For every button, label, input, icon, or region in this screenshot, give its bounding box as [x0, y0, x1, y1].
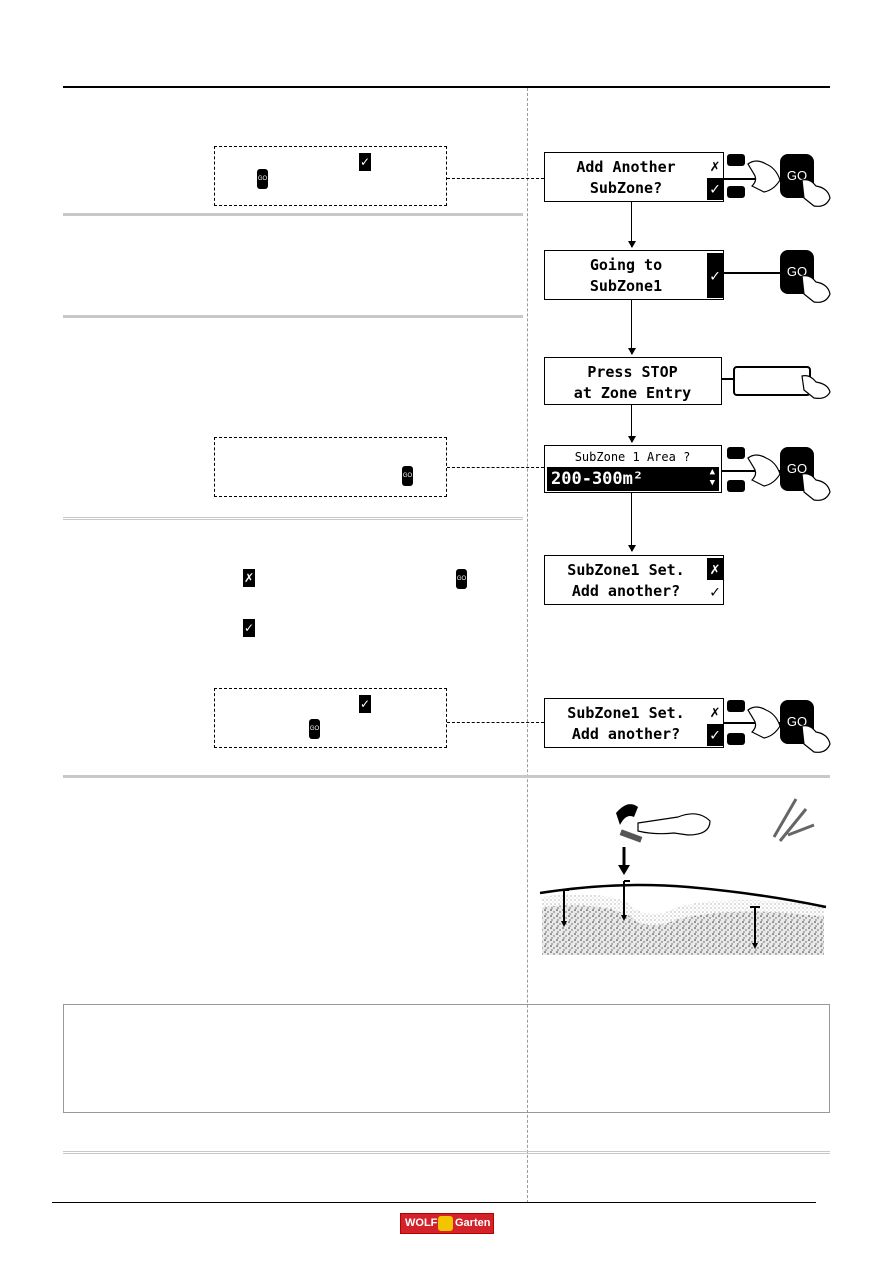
- connector-line: [722, 378, 734, 380]
- go-button-icon: GO: [780, 250, 814, 294]
- section-rule: [63, 775, 830, 778]
- lcd-line-1: Press STOP: [587, 363, 678, 381]
- down-button-icon: [727, 186, 745, 198]
- down-button-icon: [727, 733, 745, 745]
- flow-arrow: [628, 493, 636, 552]
- go-button-icon: GO: [309, 719, 320, 739]
- wolf-garten-logo: WOLF Garten: [400, 1213, 494, 1234]
- hand-icon: [747, 454, 781, 487]
- hand-icon: [801, 375, 831, 399]
- lcd-press-stop: Press STOP at Zone Entry: [544, 357, 722, 405]
- check-icon: ✓: [243, 619, 255, 637]
- flow-arrow: [628, 405, 636, 443]
- up-button-icon: [727, 447, 745, 459]
- up-button-icon: [727, 700, 745, 712]
- footer-rule: [52, 1202, 816, 1203]
- flow-arrow: [628, 300, 636, 355]
- lcd-line-2: Add another?: [571, 725, 681, 743]
- fox-logo-icon: [438, 1216, 453, 1231]
- go-button-icon: GO: [402, 466, 413, 486]
- connector-line: [724, 722, 780, 724]
- check-icon: ✓: [707, 724, 723, 746]
- header-rule: [63, 86, 830, 88]
- hand-icon: [801, 275, 831, 303]
- updown-arrows-icon: ▲▼: [709, 467, 715, 488]
- lcd-line-1: Going to: [589, 256, 663, 274]
- cross-icon: ✗: [710, 156, 720, 175]
- section-rule: [63, 517, 523, 520]
- section-rule: [63, 213, 523, 216]
- connector-line: [447, 722, 544, 723]
- logo-garten-text: Garten: [455, 1217, 491, 1229]
- lcd-line-1: Add Another: [576, 158, 676, 176]
- check-icon: ✓: [707, 253, 723, 298]
- lcd-line-1: SubZone 1 Area ?: [574, 450, 691, 464]
- check-icon: ✓: [359, 695, 371, 713]
- note-box: [63, 1004, 830, 1113]
- lcd-subzone-set-confirm: SubZone1 Set. Add another? ✗ ✓: [544, 698, 724, 748]
- check-icon: ✓: [707, 178, 723, 200]
- instruction-box: ✓ GO: [214, 146, 447, 206]
- cross-icon: ✗: [243, 569, 255, 587]
- connector-line: [447, 178, 544, 179]
- hand-icon: [747, 160, 781, 193]
- up-button-icon: [727, 154, 745, 166]
- lcd-going-to-subzone: Going to SubZone1 ✓: [544, 250, 724, 300]
- lcd-subzone-set: SubZone1 Set. Add another? ✗ ✓: [544, 555, 724, 605]
- lcd-line-2: SubZone1: [589, 277, 663, 295]
- hand-icon: [801, 473, 831, 501]
- section-rule: [63, 1151, 830, 1154]
- section-rule: [63, 315, 523, 318]
- connector-line: [722, 470, 780, 472]
- check-icon: ✓: [710, 582, 720, 601]
- area-value-field: 200-300m² ▲▼: [547, 467, 719, 491]
- lcd-line-1: SubZone1 Set.: [567, 561, 685, 579]
- hand-icon: [747, 706, 781, 739]
- lcd-subzone-area: SubZone 1 Area ? 200-300m² ▲▼: [544, 445, 722, 493]
- instruction-box: ✓ GO: [214, 688, 447, 748]
- lcd-line-1: SubZone1 Set.: [567, 704, 685, 722]
- instruction-box: GO: [214, 437, 447, 497]
- go-button-icon: GO: [456, 569, 467, 589]
- logo-wolf-text: WOLF: [405, 1217, 438, 1229]
- peg-installation-illustration: [539, 798, 827, 955]
- connector-line: [447, 467, 544, 468]
- cross-icon: ✗: [707, 558, 723, 580]
- lcd-line-2: Add another?: [571, 582, 681, 600]
- hand-icon: [801, 179, 831, 207]
- flow-arrow: [628, 202, 636, 248]
- connector-line: [724, 178, 780, 180]
- lcd-line-2: at Zone Entry: [573, 384, 692, 402]
- area-value: 200-300m²: [551, 469, 644, 489]
- check-icon: ✓: [359, 153, 371, 171]
- lcd-add-another-subzone: Add Another SubZone? ✗ ✓: [544, 152, 724, 202]
- down-button-icon: [727, 480, 745, 492]
- lcd-line-2: SubZone?: [589, 179, 663, 197]
- go-button-icon: GO: [257, 169, 268, 189]
- cross-icon: ✗: [710, 702, 720, 721]
- connector-line: [724, 272, 780, 274]
- column-divider: [527, 88, 528, 1203]
- hand-icon: [801, 725, 831, 753]
